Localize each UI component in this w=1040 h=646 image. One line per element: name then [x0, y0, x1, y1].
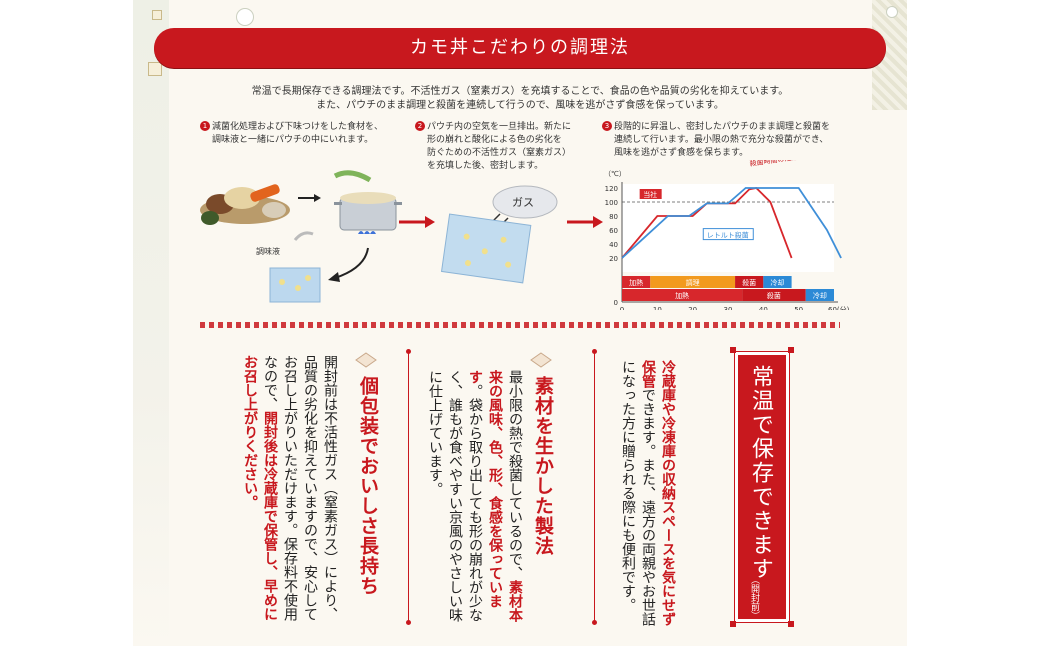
- packaging-text: 開封前は不活性ガス（窒素ガス）により、品質の劣化を抑えていますので、安心してお召…: [262, 355, 338, 621]
- ingredients-illustration: [200, 184, 290, 225]
- y-unit-label: （℃）: [604, 170, 626, 178]
- materials-text-2: 。袋から取り出しても形の崩れが少なく、誰もが食べやすい京風のやさしい味に仕上げて…: [427, 370, 483, 622]
- process-bar-ours: [735, 276, 764, 288]
- box-corner: [730, 621, 736, 627]
- process-bar-label: 殺菌: [767, 291, 781, 300]
- y-tick-label: 60: [609, 227, 618, 235]
- series-label-bg: [639, 189, 662, 199]
- step-2-number: 2: [415, 121, 425, 131]
- materials-description: 最小限の熱で殺菌しているので、素材本来の風味、色、形、食感を保っています。袋から…: [425, 370, 525, 630]
- step-1-line-1: 減菌化処理および下味つけをした食材を、: [212, 122, 384, 132]
- step-2-line-1: パウチ内の空気を一旦排出。新たに: [427, 122, 572, 132]
- process-bar-ours: [622, 276, 651, 288]
- y-tick-label: 100: [605, 199, 618, 207]
- materials-text-1: 最小限の熱で殺菌しているので、: [507, 370, 523, 580]
- box-corner: [788, 347, 794, 353]
- decorative-left-pattern: [133, 0, 169, 646]
- diamond-ornament-icon: [530, 352, 552, 368]
- section-heading-materials: 素材を生かした製法: [532, 376, 554, 556]
- storage-description-text: できます。また、遠方の両親やお世話になった方に贈られる際にも便利です。: [620, 360, 656, 626]
- series-label-bg: [702, 228, 754, 241]
- step-2-illustration: ガス: [440, 185, 558, 284]
- y-tick-label: 20: [609, 255, 618, 263]
- sealed-pouch-illustration: [440, 213, 532, 284]
- x-tick-label: 30: [724, 306, 733, 310]
- y-tick-label: 120: [605, 185, 618, 193]
- box-corner: [730, 347, 736, 353]
- storage-subtitle: （開封前）: [749, 575, 759, 620]
- title-banner: カモ丼こだわりの調理法: [154, 28, 886, 68]
- decorative-circle: [886, 6, 898, 18]
- step-3-number: 3: [602, 121, 612, 131]
- y-tick-label: 80: [609, 213, 618, 221]
- intro-line-2: また、パウチのまま調理と殺菌を連続して行うので、風味を逃がさず食感を保っています…: [316, 100, 724, 111]
- x-unit-label: 60(分): [828, 305, 850, 310]
- gas-label: ガス: [512, 196, 534, 209]
- y-tick-label: 40: [609, 241, 618, 249]
- section-heading-packaging: 個包装でおいしさ長持ち: [357, 376, 379, 596]
- storage-highlight-box: 常温で保存できます （開封前）: [730, 347, 794, 627]
- chart-annotation: 殺菌時間の短縮で、風味と食感を保つ！: [749, 160, 850, 168]
- step-1-number: 1: [200, 121, 210, 131]
- storage-title: 常温で保存できます: [748, 365, 773, 581]
- series-label-retort: レトルト殺菌: [707, 231, 749, 240]
- outer-margin-left: [0, 0, 133, 646]
- outer-margin-right: [907, 0, 1040, 646]
- process-bar-retort: [742, 289, 806, 301]
- packaging-description: 開封前は不活性ガス（窒素ガス）により、品質の劣化を抑えていますので、安心してお召…: [240, 355, 340, 630]
- diamond-ornament-icon: [355, 352, 377, 368]
- step-1-line-2: 調味液と一緒にパウチの中にいれます。: [212, 135, 374, 145]
- intro-line-1: 常温で長期保存できる調理法です。不活性ガス（窒素ガス）を充填することで、食品の色…: [251, 86, 789, 97]
- step-1-illustration: 調味液: [200, 170, 402, 303]
- y-tick-label: 0: [614, 299, 618, 307]
- series-label-ours: 当社: [643, 190, 657, 199]
- section-divider: [200, 322, 840, 328]
- gas-cloud-icon: [492, 185, 558, 219]
- process-bar-label: 冷却: [770, 278, 784, 287]
- process-bar-retort: [622, 289, 743, 301]
- series-line: [621, 187, 842, 259]
- column-divider: [592, 349, 597, 625]
- cooking-pot-illustration: [333, 170, 402, 234]
- materials-highlight: 素材本来の風味、色、形、食感を保っています: [467, 370, 523, 622]
- step-2-line-3: 防ぐための不活性ガス（窒素ガス）: [427, 148, 572, 158]
- pouch-illustration: [269, 231, 321, 303]
- x-tick-label: 20: [688, 306, 697, 310]
- process-bar-label: 殺菌: [742, 278, 756, 287]
- process-bar-retort: [805, 289, 834, 301]
- step-2-line-2: 形の崩れと酸化による色の劣化を: [427, 135, 562, 145]
- step-3-line-2: 連続して行います。最小限の熱で充分な殺菌ができ、: [614, 135, 829, 145]
- decorative-square: [152, 10, 162, 20]
- column-divider: [406, 349, 411, 625]
- box-corner: [788, 621, 794, 627]
- x-tick-label: 40: [759, 306, 768, 310]
- decorative-square: [148, 62, 162, 76]
- x-tick-label: 0: [620, 306, 624, 310]
- process-bar-label: 調理: [686, 278, 700, 287]
- process-bar-label: 加熱: [629, 278, 643, 287]
- x-tick-label: 10: [653, 306, 662, 310]
- storage-description: 冷蔵庫や冷凍庫の収納スペースを気にせず保管できます。また、遠方の両親やお世話にな…: [618, 360, 678, 630]
- step-3-line-3: 風味を逃がさず食感を保ちます。: [614, 148, 749, 158]
- process-bar-ours: [650, 276, 736, 288]
- step-arrow-icon: [567, 216, 603, 228]
- decorative-circle: [236, 8, 254, 26]
- step-3-line-1: 段階的に昇温し、密封したパウチのまま調理と殺菌を: [614, 122, 831, 132]
- temperature-chart: （℃） 120 100 80 60 40 20 00 10 20 30 40 50 60(分) 当社レトルト…: [604, 160, 850, 310]
- storage-description-highlight: 冷蔵庫や冷凍庫の収納スペースを気にせず保管: [640, 360, 676, 626]
- process-bar-ours: [763, 276, 792, 288]
- seasoning-label: 調味液: [256, 246, 280, 256]
- step-arrow-icon: [399, 216, 435, 228]
- process-bar-label: 冷却: [813, 291, 827, 300]
- page-title: カモ丼こだわりの調理法: [410, 37, 630, 58]
- process-bar-label: 加熱: [675, 291, 689, 300]
- step-2-line-4: を充填した後、密封します。: [427, 161, 544, 171]
- x-tick-label: 50: [794, 306, 803, 310]
- packaging-highlight: 開封後は冷蔵庫で保管し、早めにお召し上がりください。: [242, 355, 278, 621]
